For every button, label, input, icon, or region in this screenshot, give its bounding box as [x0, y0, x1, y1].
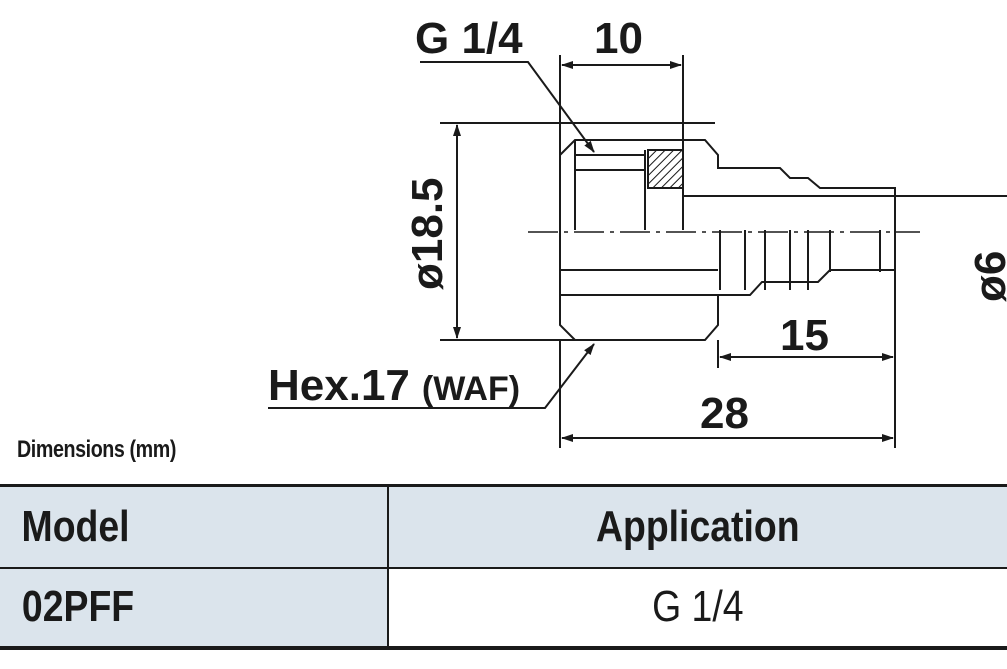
technical-drawing: G 1/4 10 ø18.5 ø6 15 28 Hex.17 (WAF) — [268, 14, 1007, 448]
cell-model-text: 02PFF — [21, 582, 135, 631]
hex-size: Hex.17 — [268, 361, 410, 410]
dim-10-label: 10 — [594, 14, 643, 63]
table-row: 02PFF G 1/4 — [0, 566, 1007, 650]
table-header-row: Model Application — [0, 484, 1007, 569]
header-model: Model — [0, 484, 389, 569]
cell-application: G 1/4 — [387, 566, 1007, 650]
spec-table: Model Application 02PFF G 1/4 — [0, 484, 1007, 650]
dimension-lines — [268, 61, 894, 442]
hex-note: (WAF) — [422, 370, 520, 408]
thread-label: G 1/4 — [415, 14, 523, 63]
header-model-text: Model — [21, 501, 130, 551]
seal-hatch — [647, 149, 684, 189]
dim-diameter-tube-label: ø6 — [966, 251, 1007, 302]
cell-application-text: G 1/4 — [652, 582, 744, 631]
dim-15-label: 15 — [780, 311, 829, 360]
units-label: Dimensions (mm) — [17, 436, 176, 463]
cell-model: 02PFF — [0, 566, 389, 650]
dim-diameter-body-label: ø18.5 — [403, 177, 452, 290]
header-application: Application — [387, 484, 1007, 569]
dim-28-label: 28 — [700, 389, 749, 438]
header-application-text: Application — [596, 501, 800, 551]
hex-label: Hex.17 (WAF) — [268, 361, 520, 410]
